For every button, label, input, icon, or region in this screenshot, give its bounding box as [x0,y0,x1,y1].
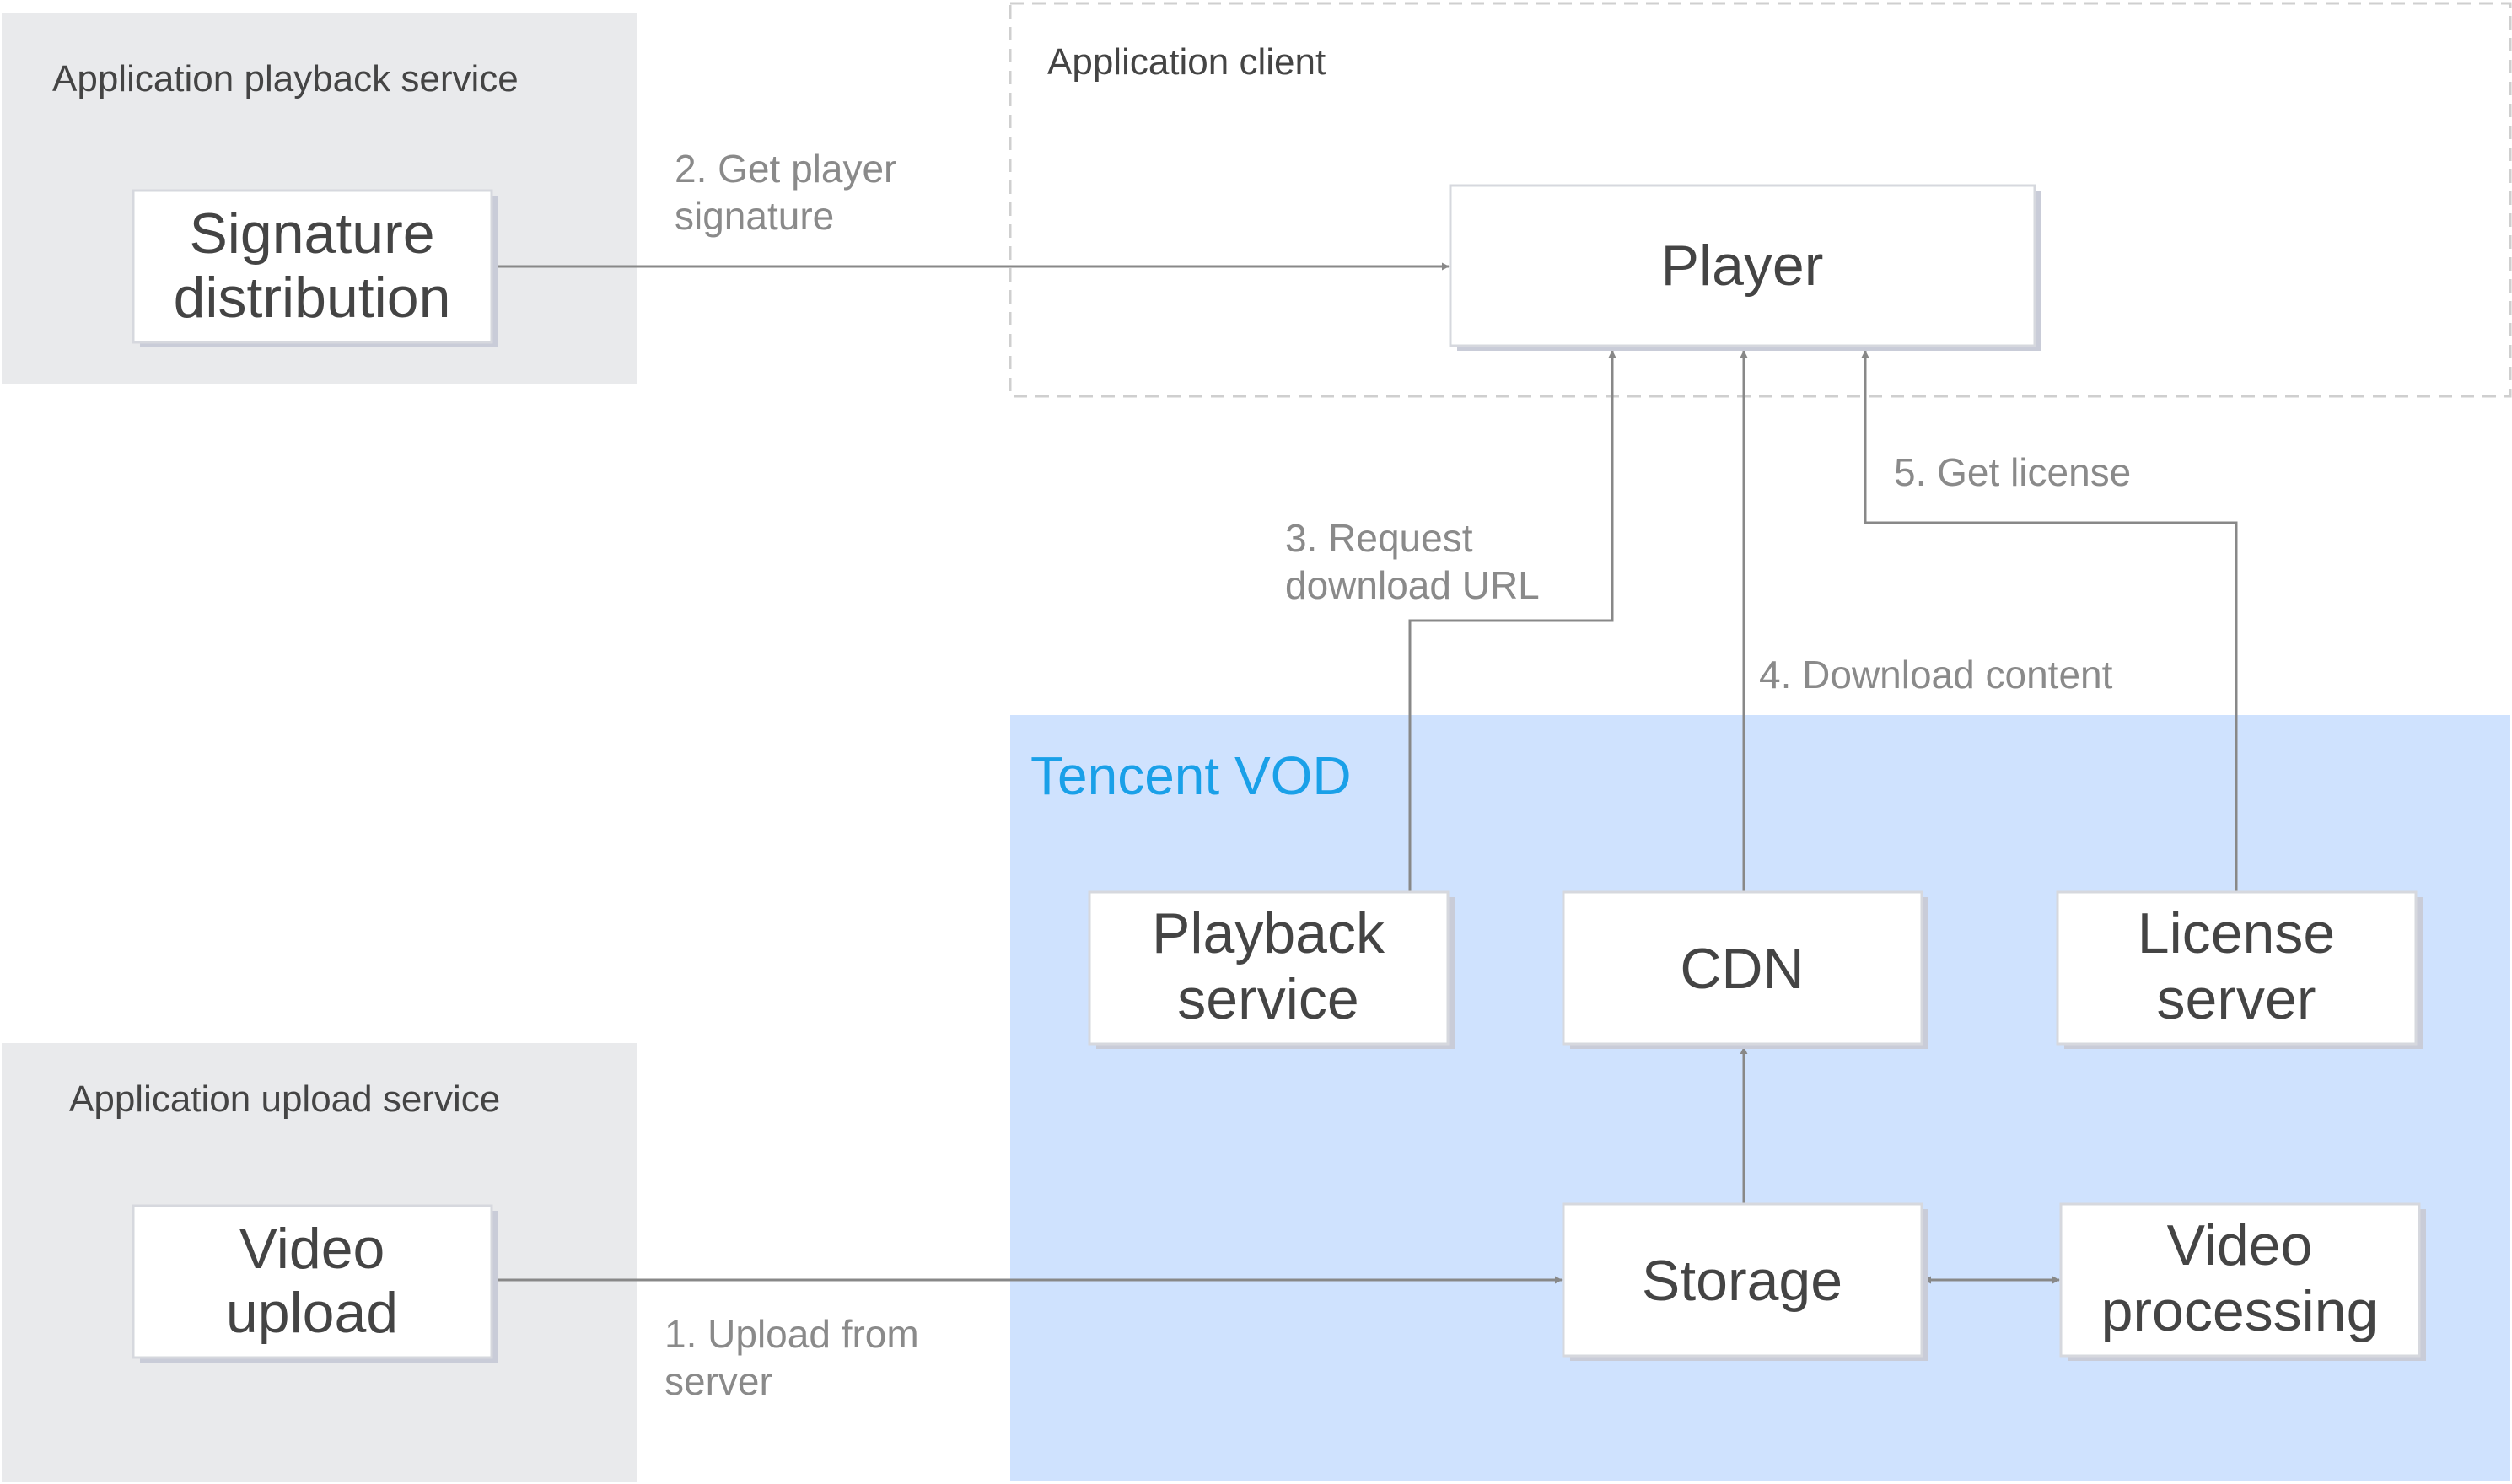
player-node: Player [1449,184,2041,351]
application-client-title: Application client [1047,41,1326,83]
edge-label-get-license: 5. Get license [1894,450,2131,494]
upload-service-title: Application upload service [69,1078,500,1120]
storage-label: Storage [1642,1249,1842,1313]
playback-to-player-arrow [1408,350,1616,892]
edge-label-download: 4. Download content [1759,653,2113,696]
cdn-node: CDN [1562,890,1928,1049]
tencent-vod-group [1010,715,2510,1481]
application-client-group [1009,2,2512,398]
storage-node: Storage [1562,1202,1928,1361]
tencent-vod-title: Tencent VOD [1030,745,1352,806]
playback-service-title: Application playback service [52,58,519,99]
cdn-label: CDN [1680,937,1804,1001]
license-to-player-arrow [1861,350,2238,892]
player-label: Player [1661,234,1824,298]
